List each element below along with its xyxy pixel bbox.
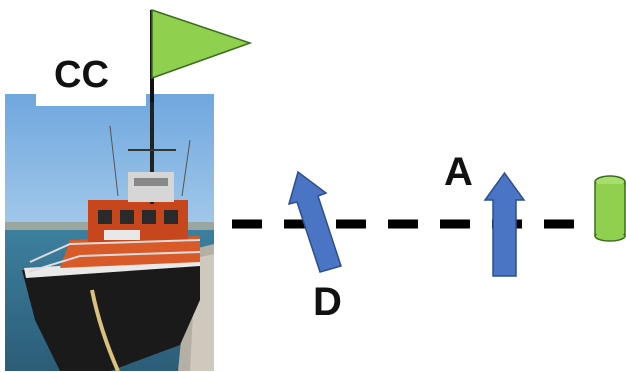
boat-a-label: A (444, 150, 473, 194)
tilted-arrow-icon (287, 170, 342, 273)
up-arrow-icon (483, 171, 526, 277)
committee-boat-label: CC (54, 54, 109, 96)
label-backdrop (36, 50, 146, 106)
committee-boat-photo (5, 94, 214, 372)
boat-d-label: D (313, 280, 342, 324)
cylinder-buoy-icon (594, 175, 626, 242)
triangle-flag-icon (151, 8, 253, 80)
